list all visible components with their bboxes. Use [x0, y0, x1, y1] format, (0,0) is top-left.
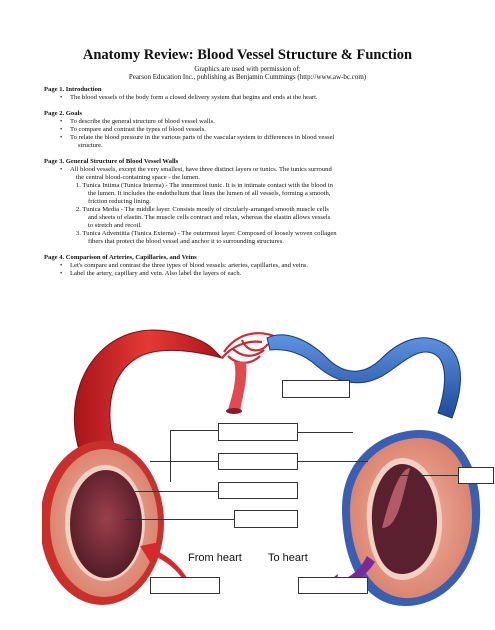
bullet-marker: •	[60, 118, 63, 125]
intro-bullet: The blood vessels of the body form a clo…	[70, 94, 318, 101]
bullet-marker: •	[60, 94, 63, 101]
label-blank-vein-layer[interactable]	[458, 467, 494, 484]
leader-line	[135, 491, 218, 492]
section-heading-goals: Page 2. Goals	[44, 110, 82, 117]
tunica-media-text: 2. Tunica Media - The middle layer. Cons…	[76, 206, 329, 213]
label-blank-2[interactable]	[218, 453, 298, 470]
leader-line	[298, 432, 353, 433]
capillary-stem	[228, 362, 247, 412]
goal-bullet-1: To describe the general structure of blo…	[70, 118, 215, 125]
tunica-intima-text: 1. Tunica Intima (Tunica Interna) - The …	[76, 182, 333, 189]
label-blank-artery[interactable]	[150, 577, 220, 594]
goal-bullet-3: To relate the blood pressure in the vari…	[70, 134, 335, 141]
label-blank-vein[interactable]	[298, 577, 368, 594]
leader-line	[400, 475, 458, 476]
bullet-marker: •	[60, 134, 63, 141]
vein-tube	[266, 334, 461, 419]
leader-line	[170, 430, 171, 482]
leader-line	[170, 430, 218, 431]
artery-tube	[73, 329, 224, 459]
label-blank-1[interactable]	[218, 423, 298, 441]
tunica-adventitia-text: 3. Tunica Adventitia (Tunica Externa) - …	[76, 230, 337, 237]
artery-cross-section	[42, 441, 164, 605]
bullet-marker: •	[60, 262, 63, 269]
tunica-adventitia-text-2: fibers that protect the blood vessel and…	[88, 238, 284, 245]
to-heart-caption: To heart	[268, 552, 308, 564]
label-blank-3[interactable]	[218, 482, 298, 499]
tunica-intima-text-2: the lumen. It includes the endothelium t…	[88, 190, 331, 197]
credit-line-2: Pearson Education Inc., publishing as Be…	[128, 73, 367, 81]
from-heart-arrow	[140, 542, 192, 588]
label-blank-4[interactable]	[234, 510, 298, 528]
section-heading-wall-structure: Page 3. General Structure of Blood Vesse…	[44, 158, 179, 165]
leader-line	[150, 461, 218, 462]
tunica-media-text-2: and sheets of elastin. The muscle cells …	[88, 214, 331, 221]
comparison-bullet-2: Label the artery, capillary and vein. Al…	[70, 270, 242, 277]
capillary-bed	[221, 332, 275, 364]
goal-bullet-3-cont: structure.	[78, 142, 103, 149]
bullet-marker: •	[60, 270, 63, 277]
page-title: Anatomy Review: Blood Vessel Structure &…	[82, 47, 413, 63]
bullet-marker: •	[60, 166, 63, 173]
from-heart-caption: From heart	[188, 552, 242, 564]
vein-cross-section	[342, 430, 481, 607]
label-blank-capillary[interactable]	[282, 380, 350, 398]
wall-text-1: All blood vessels, except the very small…	[70, 166, 332, 173]
leader-line	[125, 519, 234, 520]
goal-bullet-2: To compare and contrast the types of blo…	[70, 126, 206, 133]
blood-vessel-illustration	[42, 329, 481, 607]
leader-line	[298, 461, 368, 462]
section-heading-comparison: Page 4. Comparison of Arteries, Capillar…	[44, 254, 197, 261]
section-heading-introduction: Page 1. Introduction	[44, 86, 102, 93]
tunica-media-text-3: to stretch and recoil.	[88, 222, 142, 229]
comparison-bullet-1: Let's compare and contrast the three typ…	[70, 262, 309, 269]
wall-text-2: the central blood-containing space - the…	[76, 174, 200, 181]
bullet-marker: •	[60, 126, 63, 133]
credit-line-1: Graphics are used with permission of:	[194, 65, 301, 73]
tunica-intima-text-3: friction reducing lining.	[88, 198, 151, 205]
